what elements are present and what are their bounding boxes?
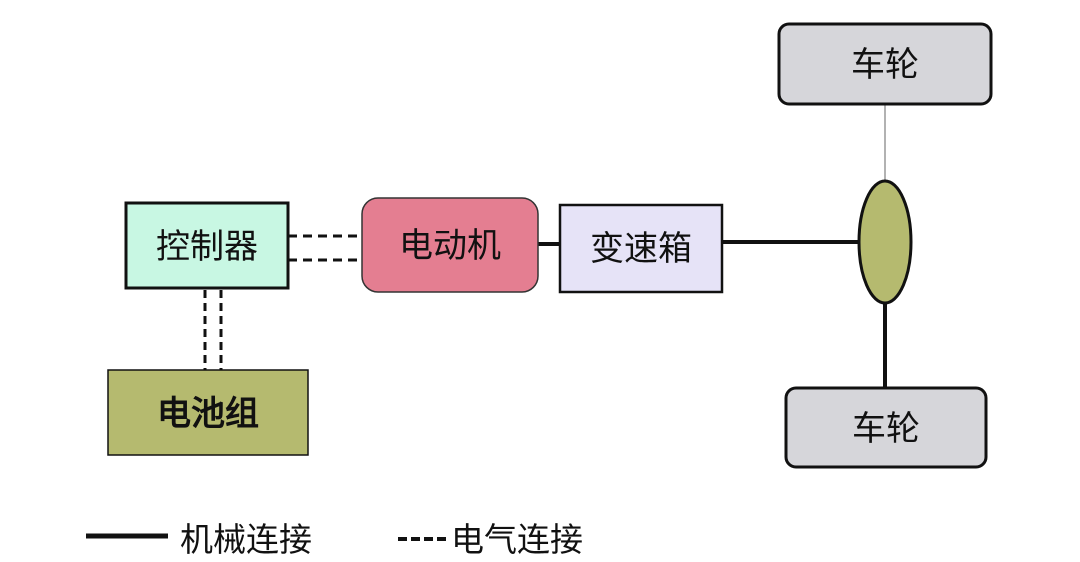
legend-electrical-label: 电气连接 bbox=[451, 520, 583, 559]
electrical-link-controller-battery bbox=[203, 290, 223, 370]
wheel-bottom-node: 车轮 bbox=[784, 386, 988, 469]
battery-label: 电池组 bbox=[157, 394, 259, 434]
gearbox-label: 变速箱 bbox=[590, 229, 692, 269]
controller-node: 控制器 bbox=[124, 201, 290, 290]
controller-box bbox=[124, 201, 290, 290]
wheel-bottom-label: 车轮 bbox=[852, 409, 920, 449]
motor-box bbox=[361, 197, 539, 293]
legend: 机械连接 电气连接 bbox=[86, 520, 583, 559]
electrical-link-controller-motor bbox=[288, 234, 362, 262]
legend-mechanical-label: 机械连接 bbox=[180, 520, 312, 559]
motor-node: 电动机 bbox=[361, 197, 539, 293]
motor-label: 电动机 bbox=[399, 226, 501, 266]
controller-label: 控制器 bbox=[156, 227, 258, 267]
wheel-top-label: 车轮 bbox=[851, 45, 919, 85]
wheel-bottom-box bbox=[784, 386, 988, 469]
battery-box bbox=[107, 369, 309, 456]
gearbox-box bbox=[558, 203, 724, 294]
wheel-top-box bbox=[777, 22, 993, 106]
gearbox-node: 变速箱 bbox=[558, 203, 724, 294]
wheel-top-node: 车轮 bbox=[777, 22, 993, 106]
battery-node: 电池组 bbox=[107, 369, 309, 456]
differential-ellipse-icon bbox=[857, 179, 913, 305]
